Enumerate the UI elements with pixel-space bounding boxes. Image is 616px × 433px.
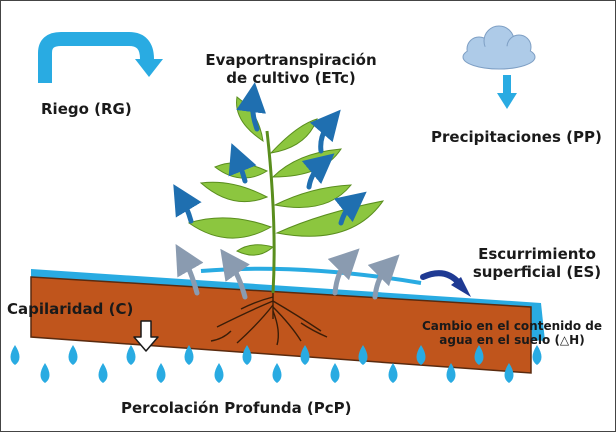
- water-drop-icon: [98, 363, 108, 383]
- runoff-label-line1: Escurrimiento: [478, 245, 596, 263]
- water-drop-icon: [446, 363, 456, 383]
- water-drop-icon: [272, 363, 282, 383]
- water-drop-icon: [474, 345, 484, 365]
- water-drop-icon: [68, 345, 78, 365]
- water-drop-icon: [358, 345, 368, 365]
- evapotranspiration-label-line1: Evaportranspiración: [205, 51, 377, 69]
- precipitation-label: Precipitaciones (PP): [431, 128, 602, 146]
- water-drop-icon: [300, 345, 310, 365]
- crop-plant: [187, 96, 385, 294]
- irrigation-label: Riego (RG): [41, 100, 132, 118]
- transpiration-arrows: [173, 82, 367, 226]
- water-drop-icon: [504, 363, 514, 383]
- water-drop-icon: [10, 345, 20, 365]
- water-drop-icon: [242, 345, 252, 365]
- soil-water-change-label-line2: agua en el suelo (△H): [439, 333, 585, 347]
- soil-water-change-label-line1: Cambio en el contenido de: [422, 319, 602, 333]
- rain-arrow-icon: [497, 75, 517, 109]
- evapotranspiration-label: Evaportranspiración de cultivo (ETc): [191, 51, 391, 87]
- percolation-label: Percolación Profunda (PcP): [121, 399, 352, 417]
- soil-evaporation-arrows: [175, 243, 400, 300]
- capillarity-label: Capilaridad (C): [7, 300, 134, 318]
- runoff-arrow-icon: [420, 270, 471, 297]
- water-drop-icon: [388, 363, 398, 383]
- irrigation-arrow-icon: [38, 32, 163, 83]
- plant-roots: [210, 291, 328, 346]
- cloud-icon: [462, 25, 536, 70]
- water-drop-icon: [416, 345, 426, 365]
- capillarity-arrow-icon: [133, 320, 159, 352]
- water-drop-icon: [214, 363, 224, 383]
- water-drop-icon: [184, 345, 194, 365]
- water-drop-icon: [40, 363, 50, 383]
- runoff-label-line2: superficial (ES): [472, 263, 602, 281]
- percolation-drops: [10, 345, 542, 383]
- water-drop-icon: [330, 363, 340, 383]
- runoff-label: Escurrimiento superficial (ES): [467, 245, 607, 281]
- evapotranspiration-label-line2: de cultivo (ETc): [226, 69, 356, 87]
- soil-water-change-label: Cambio en el contenido de agua en el sue…: [411, 319, 613, 347]
- water-drop-icon: [532, 345, 542, 365]
- water-drop-icon: [126, 345, 136, 365]
- water-drop-icon: [156, 363, 166, 383]
